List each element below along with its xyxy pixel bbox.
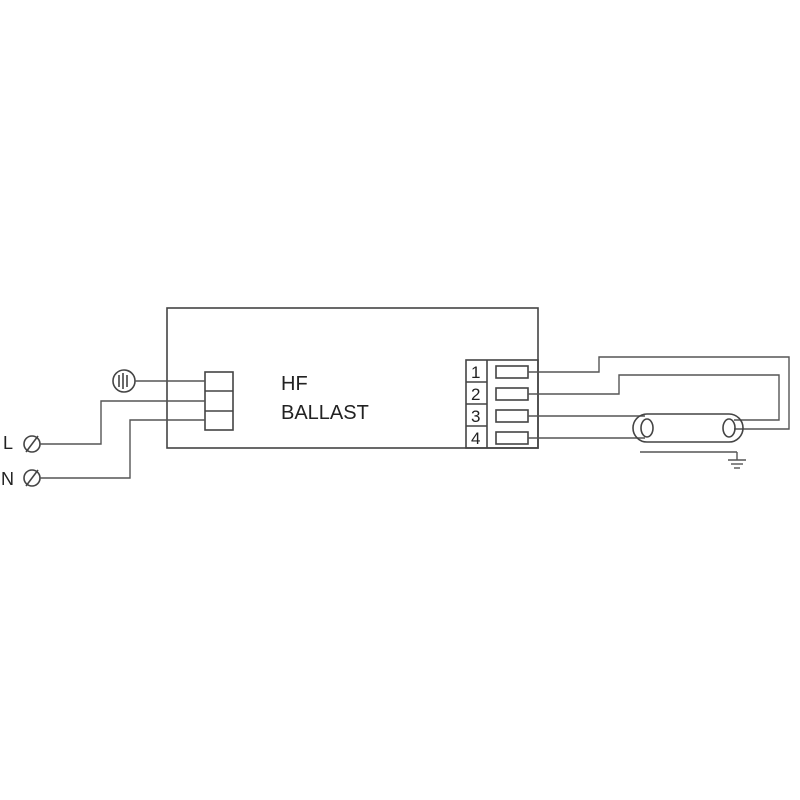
terminal-number-4: 4 — [471, 429, 480, 448]
terminal-number-1: 1 — [471, 363, 480, 382]
live-terminal-icon — [23, 435, 41, 453]
output-terminal-block — [465, 359, 539, 449]
input-connector — [204, 371, 234, 431]
terminal-number-2: 2 — [471, 385, 480, 404]
neutral-label: N — [1, 469, 14, 489]
neutral-terminal-icon — [23, 469, 41, 487]
live-label: L — [3, 433, 13, 453]
output-wire-2 — [528, 374, 780, 421]
terminal-number-3: 3 — [471, 407, 480, 426]
ground-icon — [728, 452, 746, 469]
live-wire — [40, 400, 205, 445]
ballast-label-line2: BALLAST — [281, 402, 369, 424]
ballast-label-line1: HF — [281, 373, 308, 395]
earth-circle-icon — [112, 369, 136, 393]
output-wire-1 — [528, 356, 790, 430]
neutral-wire — [40, 419, 205, 479]
ballast-housing — [166, 307, 539, 449]
fluorescent-lamp-icon — [632, 413, 744, 443]
